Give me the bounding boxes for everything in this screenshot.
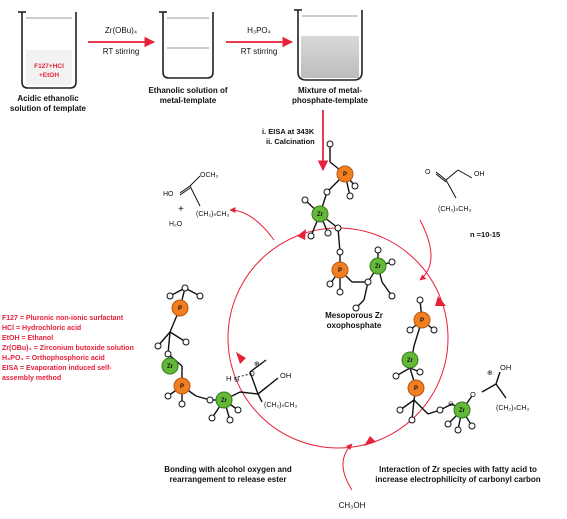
left-int-h: H <box>226 374 231 383</box>
beaker1-caption-line1: Acidic ethanolic <box>17 94 79 103</box>
left-int-chain: (CH₂)ₙCH₃ <box>264 402 297 409</box>
zirconium-atom <box>161 357 179 375</box>
catalyst-caption-line1: Mesoporous Zr <box>325 311 383 320</box>
left-caption-line2: rearrangement to release ester <box>170 475 287 484</box>
catalytic-cycle-ring <box>227 227 449 449</box>
arrow1-condition: RT stirring <box>103 47 140 56</box>
fatty-acid-structure <box>435 169 473 199</box>
phosphorus-label: P <box>338 268 342 274</box>
cycle-arrowhead-bottom <box>364 436 376 446</box>
ester-chain: (CH₂)ₙCH₃ <box>196 211 229 218</box>
ester-och3: OCH₃ <box>200 172 219 179</box>
phosphorus-label: P <box>180 384 184 390</box>
water-label: H₂O <box>169 221 183 228</box>
abbreviation-legend: F127 = Pluronic non-ionic surfactant HCl… <box>2 315 134 382</box>
right-int-minus: ⊖ <box>448 401 454 408</box>
phosphorus-label: P <box>420 318 424 324</box>
catalyst-caption-line2: oxophosphate <box>327 321 382 330</box>
zirconium-atom <box>453 401 471 419</box>
left-intermediate-hbond <box>233 373 251 379</box>
down-step2: ii. Calcination <box>266 137 315 146</box>
phosphorus-atom <box>171 299 189 317</box>
fatty-acid-o: O <box>425 169 431 176</box>
legend-line: F127 = Pluronic non-ionic surfactant <box>2 315 124 322</box>
arrow1-reagent: Zr(OBu)₄ <box>105 26 137 35</box>
ester-ho: HO <box>163 191 174 198</box>
fatty-acid-chain: (CH₂)ₙCH₃ <box>438 206 471 213</box>
left-intermediate-atoms <box>154 284 242 424</box>
right-intermediate-atoms <box>392 296 476 434</box>
beaker1-content-line2: +EtOH <box>39 72 59 79</box>
right-int-oh: OH <box>500 363 511 372</box>
left-int-o: O <box>249 369 255 378</box>
zirconium-atom <box>401 351 419 369</box>
methanol-label: CH₃OH <box>339 501 366 510</box>
cycle-arrowhead-left <box>236 352 246 364</box>
arrow-methanol-in <box>342 443 353 491</box>
phosphorus-label: P <box>414 386 418 392</box>
right-caption-line2: increase electrophilicity of carbonyl ca… <box>375 475 541 484</box>
arrow-fatty-acid-in <box>419 219 432 281</box>
cycle-arrowhead-top <box>297 229 306 240</box>
phosphorus-atom <box>331 261 349 279</box>
zirconium-atom <box>369 257 387 275</box>
arrow2-reagent: H₃PO₄ <box>247 26 271 35</box>
beaker-template <box>18 11 77 89</box>
phosphorus-atom <box>413 311 431 329</box>
beaker-metal-phosphate <box>294 9 363 81</box>
n-range: n =10-15 <box>470 230 500 239</box>
right-int-plus: ⊕ <box>487 370 493 377</box>
left-int-minus: ⊖ <box>234 377 240 384</box>
beaker3-caption-line1: Mixture of metal- <box>298 86 362 95</box>
ester-structure <box>179 175 201 207</box>
zirconium-label: Zr <box>375 264 382 270</box>
beaker2-caption-line2: metal-template <box>160 96 217 105</box>
legend-line: EISA = Evaporation induced self- <box>2 365 112 372</box>
zirconium-atom <box>311 205 329 223</box>
beaker2-caption-line1: Ethanolic solution of <box>148 86 227 95</box>
zirconium-atom <box>215 391 233 409</box>
left-int-oh: OH <box>280 371 291 380</box>
phosphorus-label: P <box>178 306 182 312</box>
beaker3-caption-line2: phosphate-template <box>292 96 369 105</box>
zirconium-label: Zr <box>221 398 228 404</box>
phosphorus-atom <box>173 377 191 395</box>
zirconium-label: Zr <box>167 364 174 370</box>
legend-line: HCl = Hydrochloric acid <box>2 325 81 332</box>
right-int-o: O <box>470 390 476 399</box>
legend-line: H₃PO₄ = Orthophosphoric acid <box>2 355 105 362</box>
phosphorus-atom <box>336 165 354 183</box>
zirconium-label: Zr <box>459 408 466 414</box>
left-caption-line1: Bonding with alcohol oxygen and <box>164 465 292 474</box>
legend-line: EtOH = Ethanol <box>2 335 53 342</box>
legend-line: Zr(OBu)₄ = Zirconium butoxide solution <box>2 345 134 352</box>
right-int-chain: (CH₂)ₙCH₃ <box>496 405 529 412</box>
down-step1: i. EISA at 343K <box>262 127 315 136</box>
zirconium-label: Zr <box>407 358 414 364</box>
phosphorus-atom <box>407 379 425 397</box>
beaker1-content-line1: F127+HCl <box>34 63 64 70</box>
plus-sign: + <box>178 204 184 215</box>
zirconium-label: Zr <box>317 212 324 218</box>
beaker1-caption-line2: solution of template <box>10 104 87 113</box>
catalyst-atoms <box>301 140 396 312</box>
arrow-ester-out <box>229 207 275 241</box>
beaker-metal-template <box>159 11 214 79</box>
phosphorus-label: P <box>343 172 347 178</box>
legend-line: assembly method <box>2 375 61 382</box>
left-int-plus: ⊕ <box>254 361 260 368</box>
fatty-acid-oh: OH <box>474 171 485 178</box>
arrow2-condition: RT stirring <box>241 47 278 56</box>
right-caption-line1: Interaction of Zr species with fatty aci… <box>379 465 537 474</box>
cycle-arrowhead-right <box>435 296 446 306</box>
